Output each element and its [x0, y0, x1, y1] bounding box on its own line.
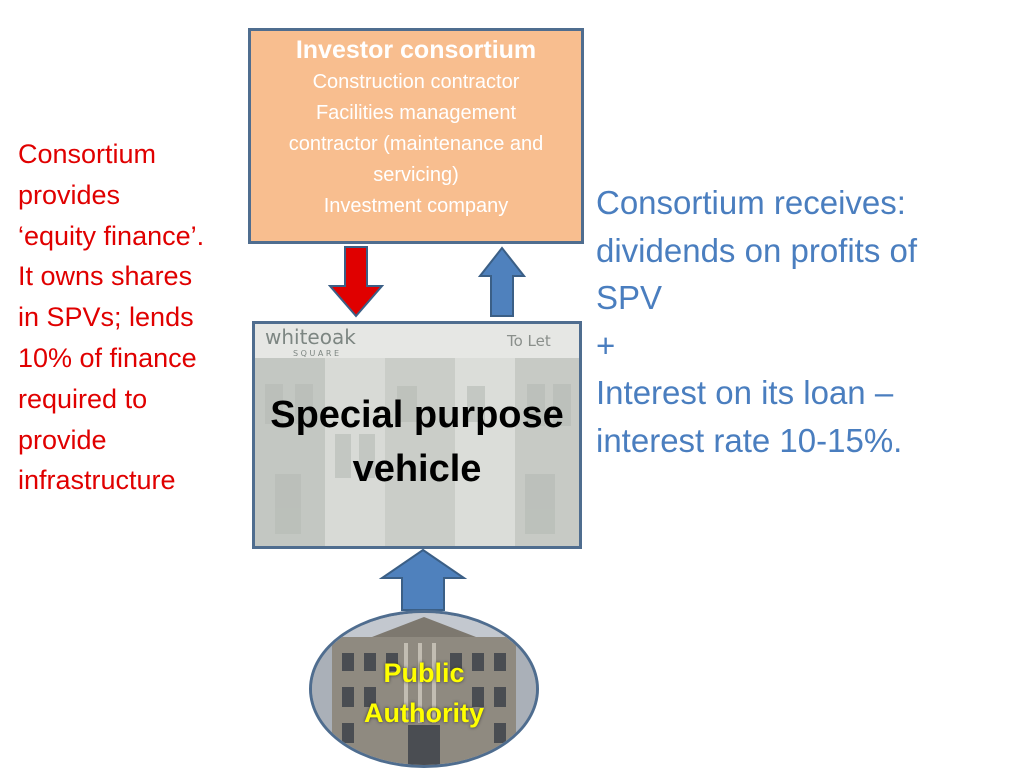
equity-finance-note: Consortium provides ‘equity finance’. It…: [18, 134, 248, 501]
investor-member-line: Construction contractor: [312, 71, 520, 93]
public-authority-label: Public Authority: [312, 653, 536, 733]
spv-title: Special purpose vehicle: [255, 388, 579, 496]
investor-member-line: Facilities management: [315, 102, 517, 124]
consortium-receives-note: Consortium receives: dividends on profit…: [596, 179, 1016, 464]
special-purpose-vehicle-box: whiteoak S Q U A R E To Let Special purp…: [252, 321, 582, 549]
investor-consortium-title: Investor consortium: [295, 36, 537, 64]
equity-note-line: infrastructure: [18, 465, 176, 496]
equity-note-line: Consortium: [18, 139, 157, 169]
down-arrow-icon: [328, 246, 384, 318]
investor-member-line: servicing): [373, 164, 459, 186]
receives-note-line: interest rate 10-15%.: [596, 421, 903, 459]
spv-title-line: Special purpose: [270, 394, 564, 436]
equity-note-line: provide: [18, 424, 107, 455]
square-sign: S Q U A R E: [293, 349, 339, 358]
equity-note-line: It owns shares: [18, 261, 193, 292]
spv-title-line: vehicle: [352, 448, 482, 490]
government-building-photo: [312, 613, 536, 765]
investor-consortium-box: Investor consortium Construction contrac…: [248, 28, 584, 244]
investor-member-line: Investment company: [323, 195, 509, 217]
to-let-sign: To Let: [506, 332, 551, 350]
equity-note-line: required to: [18, 383, 148, 414]
equity-note-line: in SPVs; lends: [18, 302, 194, 333]
office-building-photo: whiteoak S Q U A R E To Let: [255, 324, 579, 546]
public-authority-oval: Public Authority: [309, 610, 539, 768]
equity-note-line: provides: [18, 179, 121, 210]
receives-note-line: dividends on profits of: [596, 231, 918, 269]
investor-member-line: contractor (maintenance and: [288, 133, 544, 155]
receives-note-line: +: [596, 326, 616, 364]
authority-label-line: Public: [383, 658, 465, 688]
up-arrow-icon: [478, 246, 526, 317]
authority-label-line: Authority: [364, 698, 484, 728]
receives-note-line: SPV: [596, 279, 663, 316]
investor-members-list: Construction contractor Facilities manag…: [259, 67, 573, 222]
whiteoak-sign: whiteoak: [265, 325, 356, 349]
receives-note-line: Interest on its loan –: [596, 374, 894, 411]
equity-note-line: ‘equity finance’.: [18, 220, 205, 251]
up-arrow-icon: [378, 548, 468, 611]
equity-note-line: 10% of finance: [18, 342, 197, 373]
receives-note-line: Consortium receives:: [596, 184, 906, 221]
